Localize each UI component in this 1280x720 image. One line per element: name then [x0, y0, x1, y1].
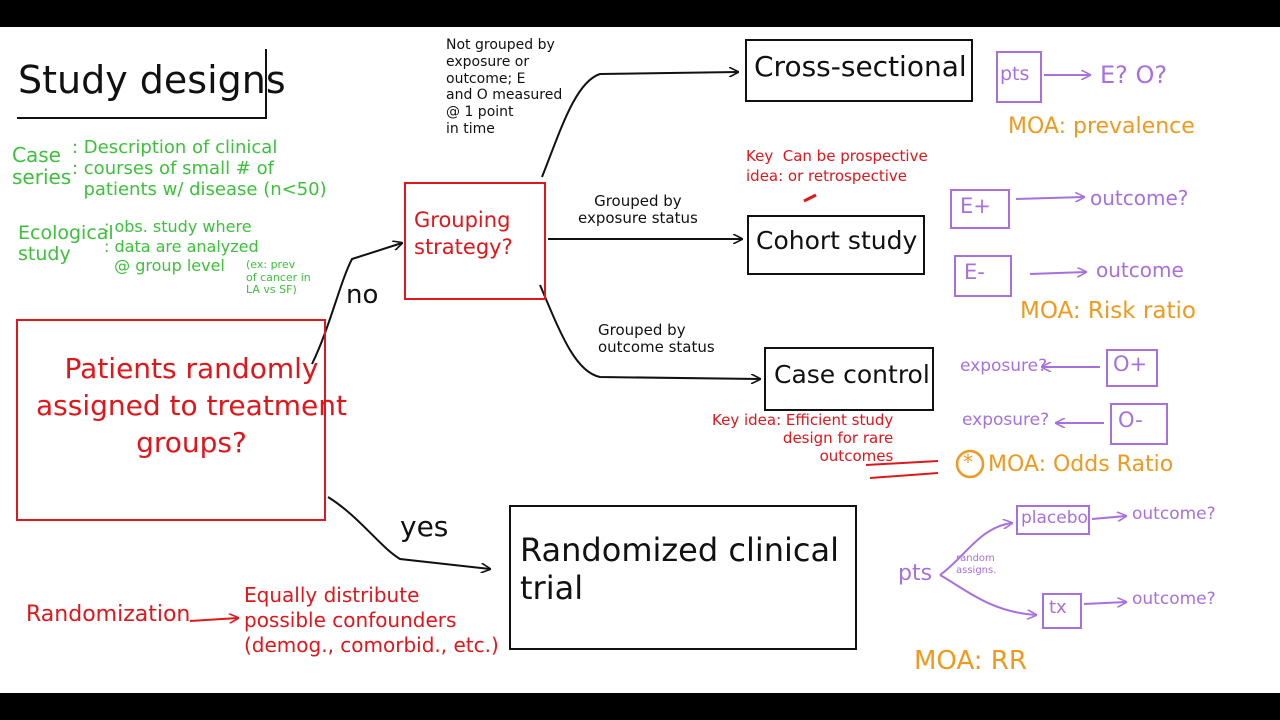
case-control-label: Case control	[774, 360, 930, 389]
title-box	[17, 49, 267, 119]
cohort-label: Cohort study	[756, 226, 918, 255]
moa-rr: MOA: RR	[914, 646, 1027, 676]
rct-box	[509, 505, 857, 650]
exposure-label-2: exposure?	[962, 410, 1050, 430]
o-plus-label: O+	[1113, 352, 1148, 376]
random-question-box	[16, 319, 326, 521]
e-minus-box	[954, 255, 1012, 297]
cohort-key-idea: Key Can be prospective idea: or retrospe…	[746, 147, 928, 185]
case-control-key-idea: Key idea: Efficient study design for rar…	[712, 411, 894, 465]
random-question-text: Patients randomly assigned to treatment …	[36, 352, 348, 459]
o-minus-label: O-	[1118, 408, 1143, 432]
cross-sectional-box	[745, 39, 973, 102]
o-minus-box	[1110, 403, 1168, 445]
cohort-box	[747, 215, 925, 275]
edge-case	[539, 284, 760, 379]
tx-box	[1042, 593, 1082, 629]
rct-outcome-1: outcome?	[1132, 504, 1216, 524]
no-label: no	[346, 280, 379, 310]
edge-tx	[1083, 602, 1126, 604]
case-series-label: Case series	[12, 143, 72, 190]
edge-yes	[327, 496, 490, 569]
o-plus-box	[1106, 349, 1158, 387]
cohort-note: Grouped by exposure status	[578, 192, 698, 228]
case-control-box	[764, 347, 934, 411]
random-assign-label: random assigns.	[956, 553, 997, 576]
eo-label: E? O?	[1100, 61, 1168, 89]
randomization-result: Equally distribute possible confounders …	[244, 583, 499, 657]
moa-prevalence: MOA: prevalence	[1008, 114, 1195, 139]
yes-label: yes	[400, 510, 449, 543]
edge-eminus	[1029, 272, 1086, 274]
cross-sectional-note: Not grouped by exposure or outcome; E an…	[446, 37, 563, 137]
case-series-desc: : Description of clinical : courses of s…	[72, 137, 327, 201]
grouping-box	[404, 182, 546, 300]
ecological-example: (ex: prev of cancer in LA vs SF)	[246, 258, 311, 297]
rct-outcome-2: outcome?	[1132, 589, 1216, 609]
edge-pts-split	[939, 523, 1012, 576]
edge-no	[311, 243, 402, 365]
pts-label-cross: pts	[1000, 63, 1030, 85]
page-title: Study designs	[18, 58, 286, 102]
e-plus-label: E+	[960, 194, 991, 218]
randomization-label: Randomization	[26, 602, 191, 627]
cohort-outcome-2: outcome	[1096, 258, 1184, 282]
pts-box-cross	[996, 51, 1042, 103]
rct-label: Randomized clinical trial	[520, 531, 839, 608]
pts-label-rct: pts	[898, 561, 933, 586]
ecological-label: Ecological study	[18, 222, 114, 266]
placebo-label: placebo	[1021, 508, 1088, 528]
edge-eplus	[1015, 197, 1084, 199]
moa-odds-ratio: MOA: Odds Ratio	[988, 452, 1174, 477]
cohort-outcome-1: outcome?	[1090, 186, 1189, 210]
star-mark: *	[963, 450, 973, 474]
e-minus-label: E-	[964, 260, 985, 284]
case-control-note: Grouped by outcome status	[598, 321, 715, 357]
edge-randomization	[189, 618, 238, 621]
edge-placebo	[1091, 516, 1126, 519]
connector-lines	[189, 27, 1280, 693]
moa-risk-ratio: MOA: Risk ratio	[1020, 298, 1196, 324]
placebo-box	[1016, 505, 1090, 535]
tx-label: tx	[1049, 597, 1067, 618]
exposure-label-1: exposure?	[960, 356, 1048, 376]
cross-sectional-label: Cross-sectional	[754, 50, 967, 83]
e-plus-box	[950, 189, 1010, 229]
star-circle	[955, 449, 985, 479]
ecological-desc: : obs. study where : data are analyzed @…	[104, 217, 259, 276]
whiteboard: Study designs Case series : Description …	[0, 27, 1280, 693]
grouping-text: Grouping strategy?	[414, 208, 513, 260]
edge-cross	[541, 72, 738, 178]
